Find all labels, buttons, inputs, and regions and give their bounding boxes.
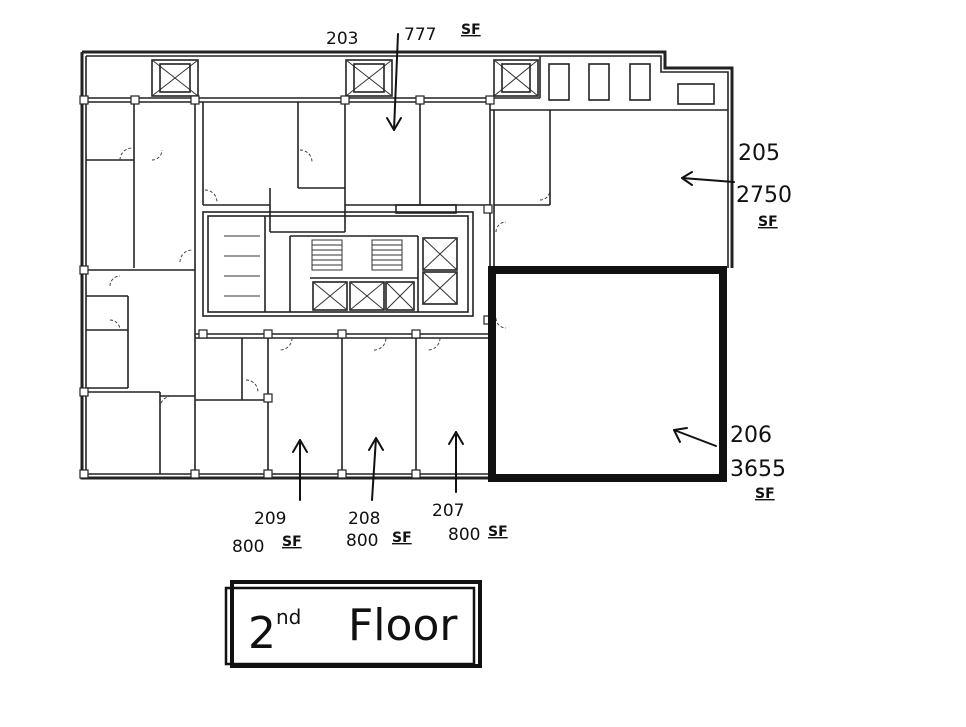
stairs bbox=[311, 239, 403, 271]
suite-209-number: 209 bbox=[254, 509, 286, 529]
top-right-rooms bbox=[548, 63, 715, 105]
suite-203-label: 203 777 SF bbox=[326, 22, 481, 131]
building-outline bbox=[80, 50, 734, 480]
suite-203-number: 203 bbox=[326, 29, 358, 49]
suite-209-area: 800 bbox=[232, 537, 264, 557]
suite-207-area: 800 bbox=[448, 525, 480, 545]
suite-203-area: 777 bbox=[404, 25, 436, 45]
floor-title-text: Floor bbox=[348, 600, 458, 651]
suite-208-number: 208 bbox=[348, 509, 380, 529]
suite-206-unit: SF bbox=[755, 486, 775, 502]
door-swings bbox=[109, 147, 551, 409]
floor-title-superscript: nd bbox=[276, 605, 301, 629]
suite-205-number: 205 bbox=[738, 141, 780, 166]
suite-207-unit: SF bbox=[488, 524, 508, 540]
suite-205-area: 2750 bbox=[736, 183, 792, 208]
columns bbox=[79, 95, 495, 479]
suite-208-label: 208 800 SF bbox=[346, 437, 412, 551]
suite-208-area: 800 bbox=[346, 531, 378, 551]
shaft-boxes bbox=[151, 59, 539, 97]
suite-206-outline bbox=[488, 266, 727, 482]
suite-209-unit: SF bbox=[282, 534, 302, 550]
suite-207-label: 207 800 SF bbox=[432, 431, 508, 545]
floor-title-number: 2 bbox=[248, 608, 276, 659]
suite-206-label: 206 3655 SF bbox=[673, 423, 786, 502]
suite-203-unit: SF bbox=[461, 22, 481, 38]
suite-206-area: 3655 bbox=[730, 457, 786, 482]
suite-205-unit: SF bbox=[758, 214, 778, 230]
floor-title-box: 2 nd Floor bbox=[224, 580, 482, 668]
interior-walls bbox=[86, 102, 551, 474]
suite-205-label: 205 2750 SF bbox=[681, 141, 792, 230]
suite-206-number: 206 bbox=[730, 423, 772, 448]
suite-209-label: 209 800 SF bbox=[232, 439, 308, 557]
suite-207-number: 207 bbox=[432, 501, 464, 521]
suite-208-unit: SF bbox=[392, 530, 412, 546]
